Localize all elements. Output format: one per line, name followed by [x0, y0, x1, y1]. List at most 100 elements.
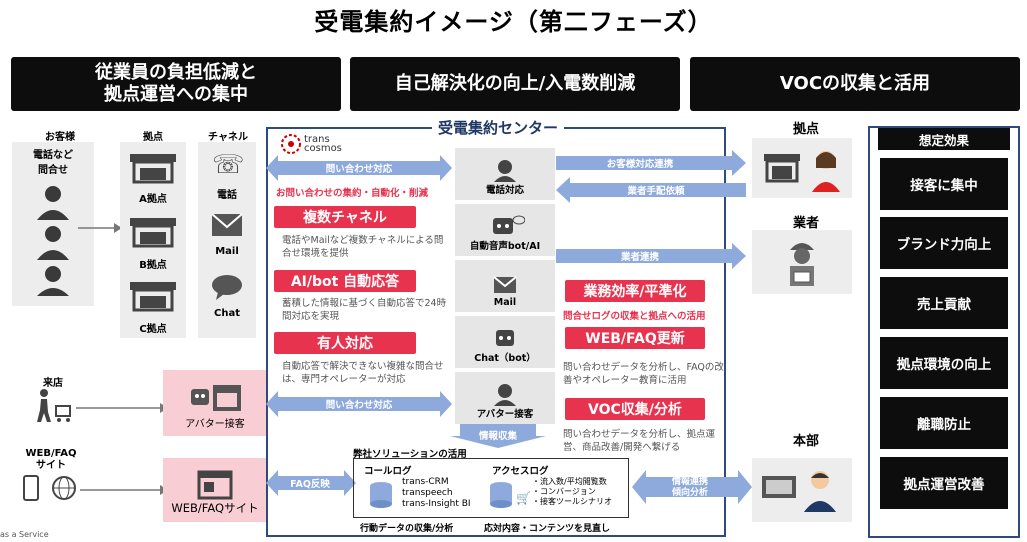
desc-human-support: 自動応答で解決できない複雑な問合せは、専門オペレーターが対応: [282, 361, 444, 385]
info-link-label: 情報連携 傾向分析: [671, 477, 708, 498]
site-a: A拠点: [139, 194, 167, 205]
channel-mail: Mail: [215, 246, 239, 257]
cart-icon: 🛒: [516, 491, 531, 505]
access-log-items: ・流入数/平均閲覧数 ・コンバージョン ・接客ツールシナリオ: [532, 477, 612, 506]
log-usage-note: 問合せログの収集と拠点への活用: [563, 311, 706, 322]
access-log-title: アクセスログ: [492, 466, 549, 477]
site-right-label: 拠点: [792, 122, 819, 137]
chat-robot-icon: [496, 330, 514, 346]
site-b: B拠点: [139, 260, 167, 271]
effect-sales: 売上貢献: [880, 277, 1008, 329]
faq-reflect-arrow: [266, 470, 356, 496]
customer-link-arrow: [556, 150, 746, 176]
effect-environment: 拠点環境の向上: [880, 337, 1008, 389]
op-voice-bot: 自動音声bot/AI: [455, 204, 555, 256]
channel-phone: 電話: [217, 190, 237, 201]
arrow-customer-to-site: [78, 223, 122, 233]
devices-icon: [23, 475, 76, 501]
mail-icon: [493, 276, 517, 293]
phone-inquiry-label: 電話など 問合せ: [33, 150, 73, 176]
desc-voc-analysis: 問い合わせデータを分析し、拠点運営、商品改善/開発へ繋げる: [563, 429, 716, 453]
web-faq-site-label: WEB/FAQサイト: [171, 501, 259, 515]
site-right-box: [752, 138, 852, 198]
chat-icon: [212, 275, 242, 300]
operator-icon: [494, 384, 516, 406]
op-voice-bot-label: 自動音声bot/AI: [469, 241, 541, 252]
effects-frame: [868, 126, 1020, 538]
arrow-web-to-site: [80, 485, 168, 495]
customers-icon: [37, 186, 69, 296]
solution-box: コールログ trans-CRM transpeech trans-Insight…: [353, 458, 629, 518]
vendor-box: [752, 230, 852, 294]
tag-multi-channel: 複数チャネル: [274, 206, 416, 228]
robot-icon: [493, 215, 525, 234]
avatar-service-box: アバター接客: [163, 370, 267, 436]
aggregation-note: お問い合わせの集約・自動化・削減: [276, 188, 429, 199]
database-icon: [370, 482, 392, 508]
effect-focus-service: 接客に集中: [880, 158, 1008, 210]
op-chat-bot-label: Chat（bot）: [474, 353, 536, 364]
worker-icon: [790, 243, 814, 286]
vendor-request-arrow: [556, 177, 746, 203]
banner-staff-burden: 従業員の負担低減と 拠点運営への集中: [11, 57, 341, 111]
inquiry-arrow-bottom: [266, 391, 452, 417]
customer-link-label: お客様対応連携: [606, 159, 674, 170]
footnote: as a Service: [0, 530, 49, 539]
channel-chat: Chat: [214, 308, 240, 319]
banner-voc: VOCの収集と活用: [690, 57, 1020, 111]
inquiry-arrow-top: [266, 155, 452, 181]
logo-text: trans cosmos: [304, 134, 342, 154]
operator-icon: [494, 160, 516, 182]
channel-group: ☏ 電話 Mail Chat: [198, 142, 256, 338]
channel-header: チャネル: [208, 132, 248, 143]
site-group: A拠点 B拠点 C拠点: [120, 142, 186, 338]
op-chat-bot: Chat（bot）: [455, 316, 555, 368]
logo-mark-icon: [281, 134, 301, 154]
tag-voc-analysis: VOC収集/分析: [565, 398, 705, 420]
info-collect-arrow: [450, 424, 546, 448]
store-icon: [130, 154, 176, 184]
op-avatar-label: アバター接客: [476, 409, 534, 420]
behavior-data-label: 行動データの収集/分析: [360, 524, 454, 534]
op-mail-label: Mail: [493, 297, 517, 308]
staff-woman-icon: [812, 151, 840, 192]
call-log-tools: trans-CRM transpeech trans-Insight BI: [402, 477, 471, 509]
store-icon: [130, 282, 176, 312]
call-center-title: 受電集約センター: [432, 117, 565, 138]
faq-reflect-label: FAQ反映: [290, 479, 330, 490]
info-collect-label: 情報収集: [478, 431, 517, 442]
effects-title: 想定効果: [878, 128, 1010, 150]
tag-web-faq-update: WEB/FAQ更新: [565, 327, 705, 349]
store-icon: [130, 218, 176, 248]
site-c: C拠点: [139, 324, 167, 335]
effect-operation: 拠点運営改善: [880, 457, 1008, 509]
mail-icon: [211, 213, 243, 236]
content-review-label: 応対内容・コンテンツを見直し: [484, 524, 611, 534]
banner-self-solve: 自己解決化の向上/入電数削減: [350, 57, 680, 111]
inquiry-arrow-bottom-label: 問い合わせ対応: [325, 400, 393, 411]
effect-brand: ブランド力向上: [880, 217, 1008, 269]
inquiry-arrow-top-label: 問い合わせ対応: [325, 164, 393, 175]
web-faq-label: WEB/FAQ サイト: [25, 448, 77, 471]
info-link-arrow: [632, 470, 752, 504]
transcosmos-logo: trans cosmos: [280, 133, 342, 155]
web-faq-site-box: WEB/FAQサイト: [163, 458, 267, 522]
op-mail: Mail: [455, 260, 555, 312]
desc-web-faq-update: 問い合わせデータを分析し、FAQの改善やオペレーター教育に活用: [563, 362, 724, 386]
arrow-visit-to-avatar: [76, 403, 168, 413]
vendor-label: 業者: [792, 216, 819, 231]
tag-efficiency: 業務効率/平準化: [565, 280, 705, 302]
database-icon: [490, 482, 512, 508]
op-phone-label: 電話対応: [485, 185, 524, 196]
vendor-link-arrow: [556, 243, 746, 269]
site-header: 拠点: [143, 132, 163, 143]
desc-ai-bot: 蓄積した情報に基づく自動応答で24時間対応を実現: [282, 298, 447, 322]
vendor-link-label: 業者連携: [620, 252, 659, 263]
call-log-title: コールログ: [364, 466, 412, 477]
hq-box: [752, 458, 852, 522]
shopper-icon: [37, 389, 71, 422]
effect-retention: 離職防止: [880, 397, 1008, 449]
op-phone: 電話対応: [455, 148, 555, 200]
visit-label: 来店: [43, 378, 63, 389]
solution-title: 弊社ソリューションの活用: [353, 449, 467, 460]
